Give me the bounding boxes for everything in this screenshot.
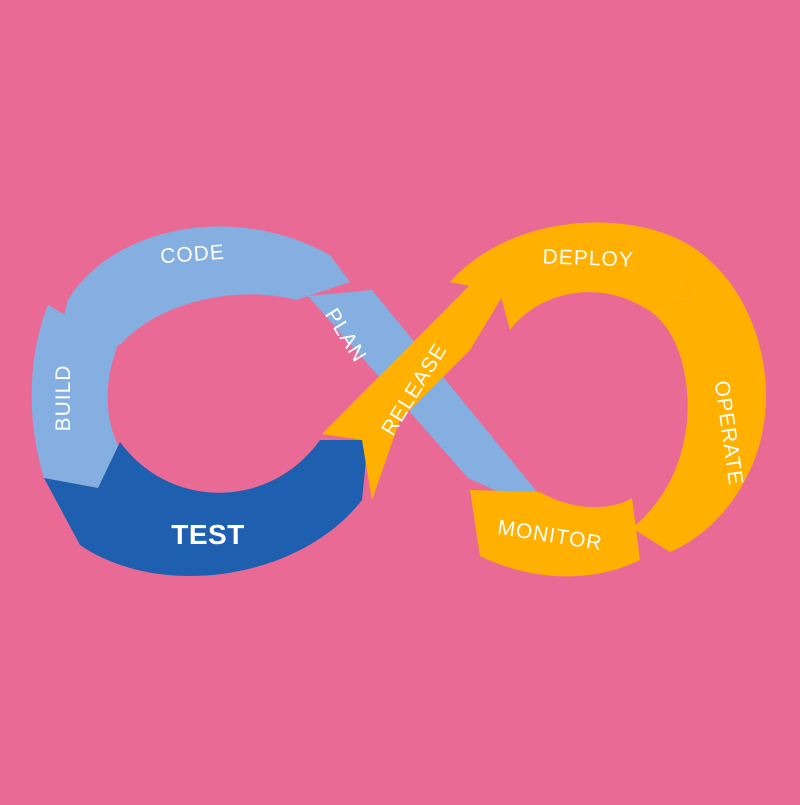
build-segment <box>31 305 122 488</box>
operate-segment <box>632 240 766 552</box>
test-segment <box>44 440 368 577</box>
release-segment <box>322 285 505 500</box>
stage-label-code: CODE <box>159 241 225 268</box>
stage-label-deploy: DEPLOY <box>542 245 634 271</box>
code-segment <box>60 226 350 345</box>
stage-label-test: TEST <box>171 519 245 550</box>
deploy-segment <box>450 222 690 330</box>
monitor-segment <box>470 490 640 577</box>
plan-band <box>308 290 560 520</box>
stage-label-build: BUILD <box>52 365 75 432</box>
